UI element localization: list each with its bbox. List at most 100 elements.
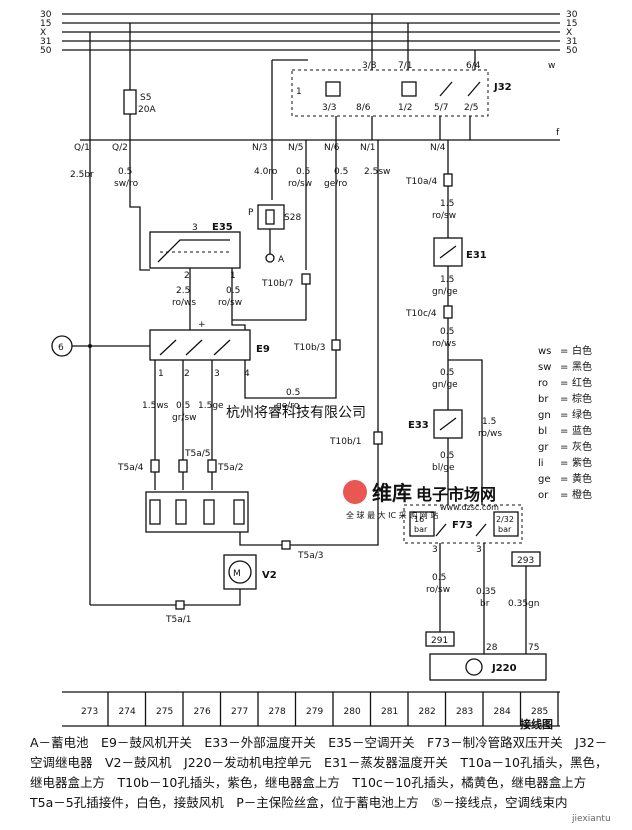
wire-n5-color: ro/sw <box>288 179 312 189</box>
rail-label-15: 15 <box>40 19 51 29</box>
svg-text:5/7: 5/7 <box>434 103 448 113</box>
svg-text:蓝色: 蓝色 <box>572 424 592 437</box>
ruler-label: 285 <box>531 707 548 717</box>
connector-t10b7: T10b/7 <box>261 279 293 289</box>
svg-text:全 球 最 大 IC 采 购 网 站: 全 球 最 大 IC 采 购 网 站 <box>346 510 438 520</box>
wire-f73-out-color: ro/sw <box>426 585 450 595</box>
svg-text:紫色: 紫色 <box>572 456 592 469</box>
e35-switch: E35 3 2 1 <box>149 222 241 330</box>
wiring-diagram: 30 15 X 31 50 30 15 X 31 50 w f S5 20A Q… <box>40 10 592 730</box>
svg-text:1: 1 <box>230 271 236 281</box>
svg-text:3: 3 <box>432 545 438 555</box>
svg-text:www.dzsc.com: www.dzsc.com <box>440 503 499 512</box>
rail-label-31: 31 <box>40 37 51 47</box>
svg-text:=: = <box>560 442 568 453</box>
color-legend: ws=白色 sw=黑色 ro=红色 br=棕色 gn=绿色 bl=蓝色 gr=灰… <box>538 344 592 501</box>
svg-text:=: = <box>560 474 568 485</box>
f73-label: F73 <box>452 520 473 531</box>
wire-f73-right-color: ro/ws <box>478 429 502 439</box>
connector-t5a4: T5a/4 <box>117 463 144 473</box>
wire-e33-out-color: bl/ge <box>432 463 455 473</box>
watermark-brand: 维库 电子市场网 www.dzsc.com 全 球 最 大 IC 采 购 网 站 <box>343 480 499 520</box>
junction-n3: N/3 <box>252 143 268 153</box>
watermark-corner: 接线图 <box>520 717 553 730</box>
a-label: A <box>278 255 285 265</box>
svg-text:8/6: 8/6 <box>356 103 371 113</box>
e33-switch: E33 <box>408 409 463 439</box>
svg-text:f: f <box>556 128 560 138</box>
wire-e33-in-color: gn/ge <box>432 380 458 390</box>
s28-label: S28 <box>284 213 301 223</box>
ruler-label: 278 <box>269 707 286 717</box>
svg-text:2: 2 <box>184 369 190 379</box>
j32-relay: 1 3/8 7/1 6/4 3/3 8/6 1/2 5/7 2/5 J32 <box>291 61 512 117</box>
rail-label-x: X <box>40 28 46 38</box>
svg-text:=: = <box>560 362 568 373</box>
connector-t10b1: T10b/1 <box>329 437 361 447</box>
ruler-label: 277 <box>231 707 248 717</box>
connector-t5a5: T5a/5 <box>184 449 211 459</box>
wire-e9-1: 1.5ws <box>142 401 169 411</box>
svg-text:灰色: 灰色 <box>572 440 592 453</box>
svg-text:电子市场网: 电子市场网 <box>416 485 496 504</box>
svg-text:28: 28 <box>486 643 498 653</box>
svg-text:bl: bl <box>538 426 547 437</box>
wire-j220-mid-size: 0.35 <box>476 587 496 597</box>
f73-left-unit: bar <box>414 525 428 534</box>
rail-right-30: 30 <box>566 10 578 20</box>
svg-text:+: + <box>198 320 206 330</box>
rail-right-31: 31 <box>566 37 577 47</box>
j220-label: J220 <box>491 663 517 674</box>
e9-label: E9 <box>256 344 270 355</box>
caption-text: A－蓄电池 E9－鼓风机开关 E33－外部温度开关 E35－空调开关 F73－制… <box>30 735 608 810</box>
junction-n1: N/1 <box>360 143 376 153</box>
svg-text:li: li <box>538 458 544 469</box>
wire-q1: 2.5br <box>70 170 94 180</box>
ruler-label: 281 <box>381 707 398 717</box>
wire-e9-4-size: 0.5 <box>286 388 300 398</box>
power-rails: 30 15 X 31 50 30 15 X 31 50 w <box>40 10 578 71</box>
blower-resistor-block <box>145 491 249 533</box>
svg-text:4: 4 <box>244 369 250 379</box>
svg-text:2/5: 2/5 <box>464 103 478 113</box>
fuse-rating: 20A <box>138 105 156 115</box>
connector-t10b3: T10b/3 <box>293 343 325 353</box>
svg-text:=: = <box>560 410 568 421</box>
p-label: P <box>248 208 254 218</box>
f73-left-value: 16 <box>414 515 424 524</box>
wire-f73-right-size: 1.5 <box>482 417 496 427</box>
e31-label: E31 <box>466 250 487 261</box>
svg-text:=: = <box>560 426 568 437</box>
connector-t5a3: T5a/3 <box>297 551 324 561</box>
svg-text:=: = <box>560 394 568 405</box>
svg-text:291: 291 <box>431 636 448 646</box>
svg-text:gr: gr <box>538 442 549 453</box>
ruler-label: 275 <box>156 707 173 717</box>
e35-label: E35 <box>212 222 233 233</box>
junction-n6: N/6 <box>324 143 340 153</box>
wire-e9-2-size: 0.5 <box>176 401 190 411</box>
svg-text:ge: ge <box>538 474 551 485</box>
wire-e33-in-size: 0.5 <box>440 368 454 378</box>
ruler-label: 283 <box>456 707 473 717</box>
wire-e35-right-color: ro/sw <box>218 298 242 308</box>
connector-t5a2: T5a/2 <box>217 463 244 473</box>
s28-fuse-p: P S28 <box>248 204 301 230</box>
rail-right-w: w <box>548 61 555 71</box>
svg-text:绿色: 绿色 <box>572 408 592 421</box>
svg-text:3/3: 3/3 <box>322 103 336 113</box>
wire-e9-3: 1.5ge <box>198 401 224 411</box>
svg-text:or: or <box>538 490 549 501</box>
f73-pressure-switch: 16 bar 2/32 bar F73 <box>403 504 523 544</box>
connector-t5a1: T5a/1 <box>165 615 192 625</box>
svg-text:=: = <box>560 346 568 357</box>
j220-ecu: J220 28 75 <box>429 643 547 681</box>
svg-text:=: = <box>560 458 568 469</box>
svg-text:3: 3 <box>192 223 198 233</box>
svg-text:1: 1 <box>158 369 164 379</box>
svg-text:ro: ro <box>538 378 548 389</box>
wire-e35-left-color: ro/ws <box>172 298 196 308</box>
svg-text:7/1: 7/1 <box>398 61 412 71</box>
ruler-label: 280 <box>344 707 361 717</box>
wire-f73-out-size: 0.5 <box>432 573 446 583</box>
